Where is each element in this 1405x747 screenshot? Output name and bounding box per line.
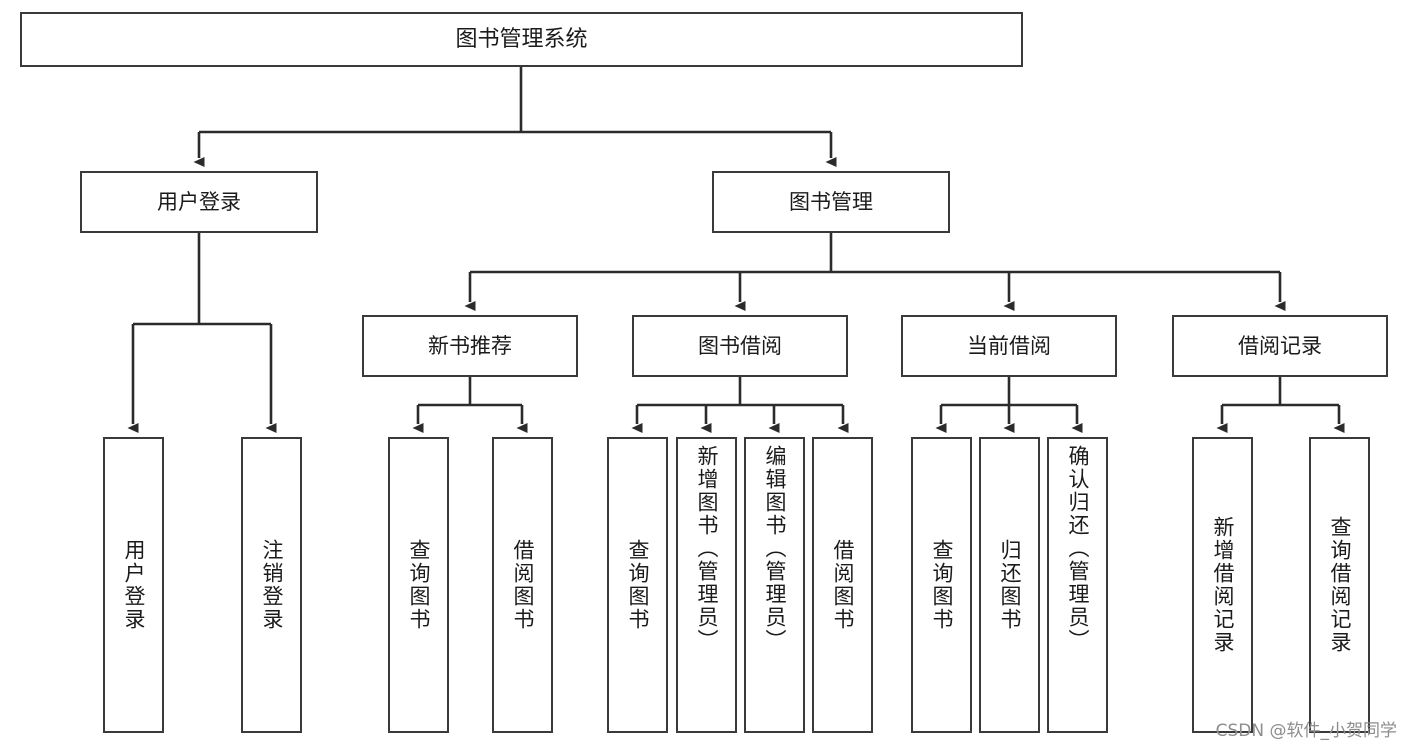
node-borrow-record[interactable]: 借阅记录 xyxy=(1172,315,1388,377)
node-book-borrow-label: 图书借阅 xyxy=(698,333,782,358)
node-leaf-user-login-label: 用户登录 xyxy=(122,539,146,631)
node-leaf-borrow-book-1[interactable]: 借阅图书 xyxy=(492,437,553,733)
node-leaf-borrow-book-2-label: 借阅图书 xyxy=(831,539,855,631)
node-leaf-logout[interactable]: 注销登录 xyxy=(241,437,302,733)
node-leaf-add-record-label: 新增借阅记录 xyxy=(1211,516,1235,654)
node-leaf-return-book-label: 归还图书 xyxy=(998,539,1022,631)
node-leaf-borrow-book-2[interactable]: 借阅图书 xyxy=(812,437,873,733)
node-borrow-record-label: 借阅记录 xyxy=(1238,333,1322,358)
node-leaf-query-record-label: 查询借阅记录 xyxy=(1328,516,1352,654)
node-leaf-return-book[interactable]: 归还图书 xyxy=(979,437,1040,733)
node-leaf-logout-label: 注销登录 xyxy=(260,539,284,631)
node-leaf-user-login[interactable]: 用户登录 xyxy=(103,437,164,733)
node-user-login[interactable]: 用户登录 xyxy=(80,171,318,233)
node-new-book-recommend[interactable]: 新书推荐 xyxy=(362,315,578,377)
node-leaf-query-book-1-label: 查询图书 xyxy=(407,539,431,631)
node-leaf-confirm-return-label: 确认归还（管理员） xyxy=(1066,445,1090,652)
node-leaf-query-record[interactable]: 查询借阅记录 xyxy=(1309,437,1370,733)
node-leaf-borrow-book-1-label: 借阅图书 xyxy=(511,539,535,631)
node-book-management-label: 图书管理 xyxy=(789,189,873,214)
node-leaf-edit-book-label: 编辑图书（管理员） xyxy=(763,445,787,652)
node-leaf-query-book-1[interactable]: 查询图书 xyxy=(388,437,449,733)
node-root-system-label: 图书管理系统 xyxy=(455,26,588,52)
node-leaf-add-book[interactable]: 新增图书（管理员） xyxy=(676,437,737,733)
node-current-borrow-label: 当前借阅 xyxy=(967,333,1051,358)
node-user-login-label: 用户登录 xyxy=(157,189,241,214)
node-leaf-confirm-return[interactable]: 确认归还（管理员） xyxy=(1047,437,1108,733)
node-current-borrow[interactable]: 当前借阅 xyxy=(901,315,1117,377)
node-root-system[interactable]: 图书管理系统 xyxy=(20,12,1023,67)
node-book-management[interactable]: 图书管理 xyxy=(712,171,950,233)
node-leaf-add-book-label: 新增图书（管理员） xyxy=(695,445,719,652)
node-leaf-edit-book[interactable]: 编辑图书（管理员） xyxy=(744,437,805,733)
node-leaf-query-book-3-label: 查询图书 xyxy=(930,539,954,631)
node-book-borrow[interactable]: 图书借阅 xyxy=(632,315,848,377)
node-new-book-recommend-label: 新书推荐 xyxy=(428,333,512,358)
node-leaf-query-book-2-label: 查询图书 xyxy=(626,539,650,631)
node-leaf-query-book-2[interactable]: 查询图书 xyxy=(607,437,668,733)
node-leaf-add-record[interactable]: 新增借阅记录 xyxy=(1192,437,1253,733)
csdn-watermark: CSDN @软件_小贺同学 xyxy=(1215,721,1397,741)
node-leaf-query-book-3[interactable]: 查询图书 xyxy=(911,437,972,733)
